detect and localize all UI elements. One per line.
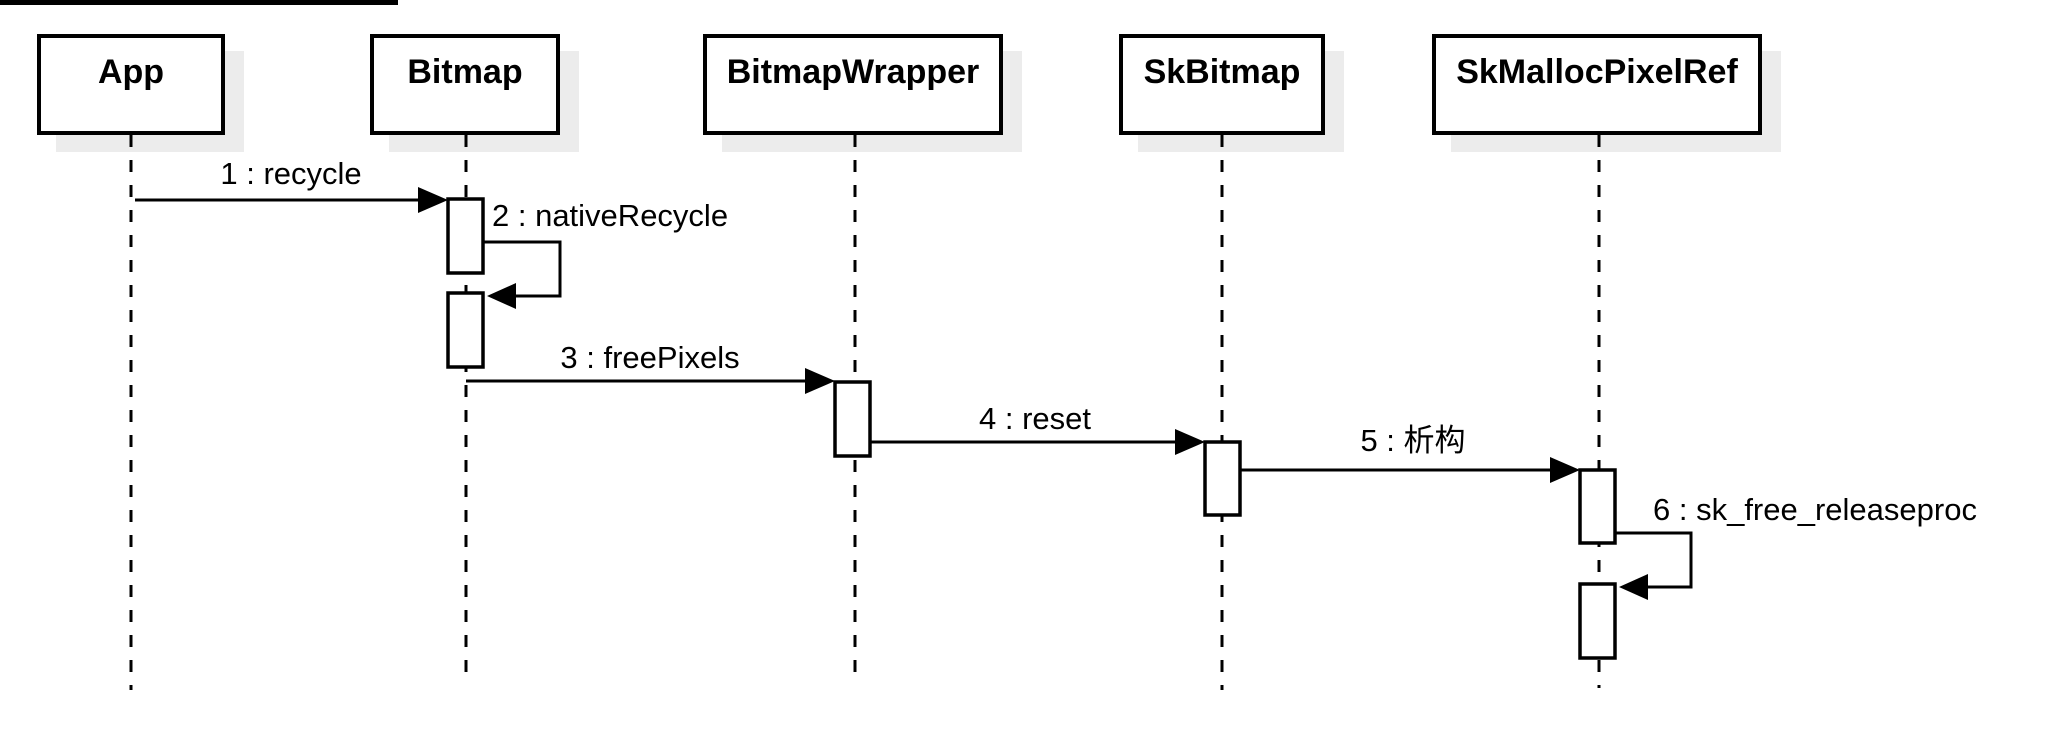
actor-name: SkBitmap — [1143, 53, 1301, 91]
actor-name: App — [97, 53, 165, 91]
activation-skmallocpixelref-2 — [1578, 582, 1617, 660]
message-arrow-1 — [135, 187, 448, 213]
actor-box-bitmapwrapper: BitmapWrapper — [703, 34, 1003, 135]
message-label-5: 5 : 析构 — [1360, 423, 1466, 458]
actor-box-skmallocpixelref: SkMallocPixelRef — [1432, 34, 1762, 135]
actor-name: SkMallocPixelRef — [1456, 53, 1738, 91]
actor-box-app: App — [37, 34, 225, 135]
message-arrow-5 — [1240, 457, 1580, 483]
message-label-4: 4 : reset — [979, 401, 1091, 436]
message-arrow-4 — [870, 429, 1205, 455]
actor-box-bitmap: Bitmap — [370, 34, 560, 135]
activation-skmallocpixelref-1 — [1578, 468, 1617, 545]
message-arrow-3 — [466, 368, 835, 394]
activation-bitmap-1 — [446, 197, 485, 275]
message-arrow-2 — [483, 240, 562, 309]
message-label-6: 6 : sk_free_releaseproc — [1653, 492, 1977, 527]
message-label-3: 3 : freePixels — [560, 340, 740, 375]
top-crop-line — [0, 0, 398, 5]
activation-bitmapwrapper — [833, 380, 872, 458]
activation-bitmap-2 — [446, 291, 485, 369]
activation-skbitmap — [1203, 440, 1242, 517]
actor-name: Bitmap — [407, 53, 523, 91]
message-label-2: 2 : nativeRecycle — [492, 198, 729, 233]
message-label-1: 1 : recycle — [220, 156, 362, 191]
message-arrow-6 — [1615, 531, 1693, 600]
actor-box-skbitmap: SkBitmap — [1119, 34, 1325, 135]
actor-name: BitmapWrapper — [726, 53, 980, 91]
